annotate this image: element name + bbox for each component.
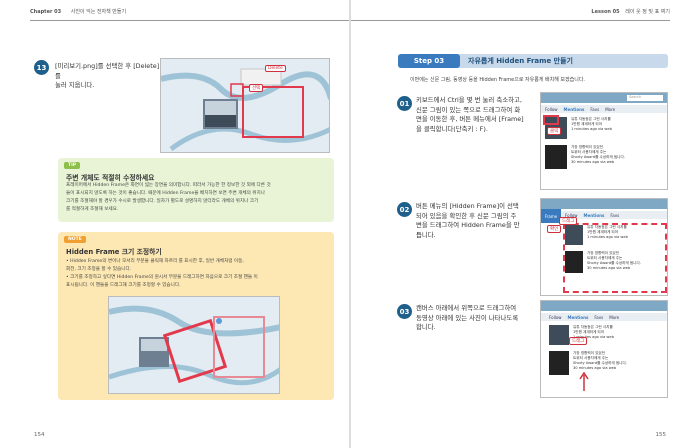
panel-item-1: 유튜 자동등은 그런 사치를 1만원 계계하게 되어 1 minutes ago… <box>587 225 628 239</box>
step-02-line: 버튼 메뉴의 [Hidden Frame]이 선택 <box>416 202 519 210</box>
panel-topbar <box>541 301 667 311</box>
tab-follow[interactable]: Follow <box>549 314 562 320</box>
map-illustration <box>161 59 329 152</box>
tab-mentions[interactable]: Mentions <box>567 314 589 320</box>
tab-follow[interactable]: Follow <box>565 212 578 218</box>
step-03-badge: 03 <box>397 304 412 319</box>
step-02-badge: 02 <box>397 202 412 217</box>
note-box: NOTE Hidden Frame 크기 조정하기 • Hidden Frame… <box>58 232 334 400</box>
thumb-2 <box>545 145 567 169</box>
screenshot-step-02: Follow Mentions Favs Frame 유튜 자동등은 그런 사치… <box>540 198 668 296</box>
right-header: Lesson 05 레이 웃 정 및 표 찌기 <box>591 8 670 18</box>
note-line: 표시됩니다. 이 핸들을 드래그해 크기를 조정할 수 있습니다. <box>66 283 181 288</box>
page-gutter <box>349 0 351 448</box>
note-line: • Hidden Frame의 변이나 모서리 부분을 클릭해 자르리 를 표시… <box>66 259 244 264</box>
search-input[interactable]: Search <box>627 95 663 101</box>
page-number-left: 154 <box>34 432 45 438</box>
thumb-2 <box>549 351 569 375</box>
step-13-line-1: [미리보기.png]를 선택한 후 [Delete]를 <box>55 62 160 80</box>
frame-button[interactable]: Frame <box>541 209 561 223</box>
tip-box: TIP 주변 개체도 적절히 수정하세요 프레이머에서 Hidden Frame… <box>58 158 334 222</box>
screenshot-resize-frame <box>108 296 280 394</box>
tab-favs[interactable]: Favs <box>610 212 620 218</box>
thumb-2 <box>565 251 583 273</box>
panel-tabs: Follow Mentions Favs More <box>541 313 667 321</box>
tip-line: 프레이머에서 Hidden Frame은 화면이 넓는 장면을 의미합니다. 따… <box>66 183 271 188</box>
step-03-line: 동영상 아래에 있는 사진이 나타나도록 <box>416 313 519 322</box>
panel-topbar <box>541 93 667 103</box>
step-banner: Step 03 자유롭게 Hidden Frame 만들기 <box>398 54 668 68</box>
panel-tabs: Follow Mentions Favs More <box>541 105 667 113</box>
step-badge: Step 03 <box>398 54 460 68</box>
step-01-line: 키보드에서 Ctrl을 몇 번 눌러 축소하고, <box>416 96 522 104</box>
thumb-1 <box>549 325 569 345</box>
step-13-line-2: 눌러 지웁니다. <box>55 81 95 89</box>
step-13-badge: 13 <box>34 60 49 75</box>
tip-line: 들이 표시되지 않도록 하는 것이 좋습니다. 때문에 Hidden Frame… <box>66 191 265 196</box>
screenshot-step-03: Follow Mentions Favs More 유튜 자동등은 그런 사치를… <box>540 300 668 398</box>
callout-click: 클릭 <box>547 127 562 135</box>
tab-favs[interactable]: Favs <box>590 106 600 112</box>
callout-drag: 드래그 <box>559 217 578 225</box>
right-lesson-title: 레이 웃 정 및 표 찌기 <box>625 9 670 15</box>
step-01-line: 면을 이동한 후, 버튼 메뉴에서 [Frame] <box>416 115 524 123</box>
panel-item-2: 가장 영향력이 있었던 트위터 사용자에게 주는 Shorty Award를 수… <box>571 145 625 164</box>
step-01-line: 을 클릭합니다(단축키 : F). <box>416 124 488 133</box>
step-01-badge: 01 <box>397 96 412 111</box>
highlight-frame-button <box>543 115 559 125</box>
step-03-text: 캔버스 아래에서 위쪽으로 드래그하여 동영상 아래에 있는 사진이 나타나도록… <box>416 304 528 333</box>
left-chapter: Chapter 03 <box>30 9 62 15</box>
step-13-text: [미리보기.png]를 선택한 후 [Delete]를 눌러 지웁니다. <box>55 62 165 91</box>
arrow-up-icon <box>579 371 589 391</box>
callout-drag: 드래그 <box>569 337 588 345</box>
resize-illustration <box>109 297 279 393</box>
tip-tag: TIP <box>64 162 81 169</box>
step-title: 자유롭게 Hidden Frame 만들기 <box>468 57 573 65</box>
tip-line: 를 적절하게 조절해 보세요. <box>66 207 119 212</box>
note-line: • 크기를 조정하고 싶다면 Hidden Frame의 원시서 부분을 드래그… <box>66 275 258 280</box>
note-line: 회전, 크기 조정을 할 수 있습니다. <box>66 267 132 272</box>
right-lesson: Lesson 05 <box>591 9 620 15</box>
step-03-line: 합니다. <box>416 323 436 331</box>
left-chapter-title: 사진이 익는 전자책 만들기 <box>70 9 127 15</box>
step-02-line: 듭니다. <box>416 230 436 239</box>
step-02-line: 되어 있음을 확인한 후 신문 그림의 주 <box>416 211 517 220</box>
step-02-text: 버튼 메뉴의 [Hidden Frame]이 선택 되어 있음을 확인한 후 신… <box>416 202 528 240</box>
step-01-line: 신문 그림이 있는 쪽으로 드래그하여 화 <box>416 105 521 114</box>
screenshot-step-01: Search Follow Mentions Favs More 유튜 자동등은… <box>540 92 668 190</box>
left-header: Chapter 03 사진이 익는 전자책 만들기 <box>30 8 126 18</box>
thumb-1 <box>565 225 583 245</box>
tip-body: 프레이머에서 Hidden Frame은 화면이 넓는 장면을 의미합니다. 따… <box>66 182 330 214</box>
step-intro: 이번에는 신문 그림, 동영상 등을 Hidden Frame으로 자유롭게 배… <box>410 77 586 83</box>
screenshot-map-delete: Delete 선택 <box>160 58 330 153</box>
step-01-text: 키보드에서 Ctrl을 몇 번 눌러 축소하고, 신문 그림이 있는 쪽으로 드… <box>416 96 528 134</box>
callout-delete: Delete <box>265 65 286 72</box>
callout-check: 확인 <box>547 225 562 233</box>
note-title: Hidden Frame 크기 조정하기 <box>66 248 162 256</box>
step-02-line: 변을 드래그하여 Hidden Frame을 만 <box>416 221 520 229</box>
panel-tabs: Follow Mentions Favs <box>541 211 667 219</box>
step-03-line: 캔버스 아래에서 위쪽으로 드래그하여 <box>416 304 517 312</box>
tab-favs[interactable]: Favs <box>594 314 604 320</box>
tab-follow[interactable]: Follow <box>545 106 558 112</box>
tip-title: 주변 개체도 적절히 수정하세요 <box>66 174 155 182</box>
tab-mentions[interactable]: Mentions <box>583 212 605 218</box>
panel-topbar <box>541 199 667 209</box>
panel-item-1: 유튜 자동등은 그런 사치를 1만원 계계하게 되어 1 minutes ago… <box>571 117 612 131</box>
tab-mentions[interactable]: Mentions <box>563 106 585 112</box>
tab-more[interactable]: More <box>609 314 620 320</box>
panel-item-2: 가장 영향력이 있었던 트위터 사용자에게 주는 Shorty Award를 수… <box>573 351 627 370</box>
note-tag: NOTE <box>64 236 86 243</box>
page-number-right: 155 <box>655 432 667 438</box>
tab-more[interactable]: More <box>605 106 616 112</box>
note-body: • Hidden Frame의 변이나 모서리 부분을 클릭해 자르리 를 표시… <box>66 258 330 290</box>
callout-select: 선택 <box>249 84 264 92</box>
tip-line: 크기를 조절해야 할 경우가 수시로 발생합니다. 일자가 별도로 설명하지 않… <box>66 199 259 204</box>
hidden-frame-outline <box>563 223 667 293</box>
panel-item-2: 가장 영향력이 있었던 트위터 사용자에게 주는 Shorty Award를 수… <box>587 251 641 270</box>
